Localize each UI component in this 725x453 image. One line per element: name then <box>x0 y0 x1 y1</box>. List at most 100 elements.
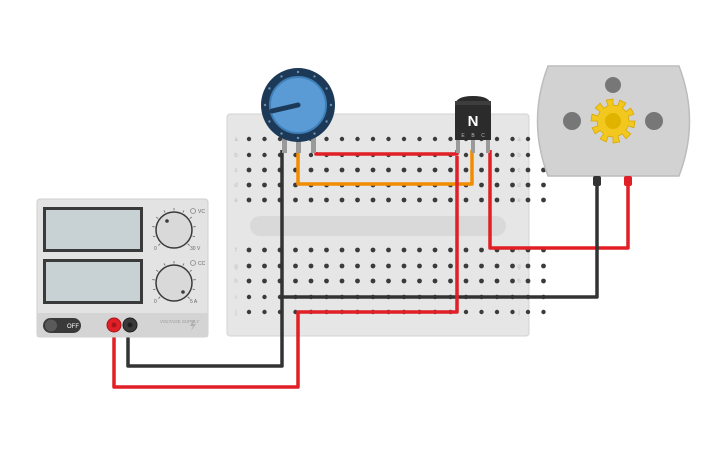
breadboard-hole[interactable] <box>525 278 531 284</box>
breadboard-hole[interactable] <box>308 278 314 284</box>
rail-hole[interactable] <box>370 136 376 142</box>
breadboard-hole[interactable] <box>417 247 422 253</box>
breadboard-hole[interactable] <box>262 182 267 188</box>
breadboard-hole[interactable] <box>510 263 515 269</box>
breadboard-hole[interactable] <box>308 247 314 253</box>
breadboard-hole[interactable] <box>324 263 329 269</box>
breadboard-hole[interactable] <box>479 182 484 188</box>
rail-hole[interactable] <box>246 136 252 142</box>
breadboard-hole[interactable] <box>386 197 391 203</box>
rail-hole[interactable] <box>510 136 515 142</box>
breadboard-hole[interactable] <box>339 278 345 284</box>
breadboard-hole[interactable] <box>401 263 407 269</box>
breadboard-hole[interactable] <box>432 167 438 173</box>
rail-hole[interactable] <box>432 136 438 142</box>
breadboard-hole[interactable] <box>339 247 345 253</box>
breadboard-hole[interactable] <box>510 278 515 284</box>
wire-black-motor-to-ground[interactable] <box>282 183 599 299</box>
breadboard-hole[interactable] <box>463 278 469 284</box>
breadboard-hole[interactable] <box>463 263 469 269</box>
breadboard-hole[interactable] <box>324 247 329 253</box>
breadboard-hole[interactable] <box>479 263 484 269</box>
rail-hole[interactable] <box>262 136 267 142</box>
breadboard-hole[interactable] <box>386 263 391 269</box>
breadboard-hole[interactable] <box>494 167 500 173</box>
breadboard-hole[interactable] <box>417 278 422 284</box>
breadboard-hole[interactable] <box>262 247 267 253</box>
breadboard-hole[interactable] <box>448 197 453 203</box>
breadboard-hole[interactable] <box>479 167 484 173</box>
breadboard-hole[interactable] <box>339 197 345 203</box>
breadboard-hole[interactable] <box>386 167 391 173</box>
breadboard-hole[interactable] <box>432 247 438 253</box>
rail-hole[interactable] <box>324 136 329 142</box>
breadboard-hole[interactable] <box>370 278 376 284</box>
rail-hole[interactable] <box>494 152 500 158</box>
breadboard-hole[interactable] <box>246 197 252 203</box>
breadboard-hole[interactable] <box>401 197 407 203</box>
rail-hole[interactable] <box>246 309 252 315</box>
breadboard-hole[interactable] <box>541 182 546 188</box>
breadboard-hole[interactable] <box>541 197 546 203</box>
rail-hole[interactable] <box>541 309 546 315</box>
breadboard-hole[interactable] <box>386 247 391 253</box>
wire-orange-pot-to-base[interactable] <box>296 150 474 186</box>
breadboard-hole[interactable] <box>370 263 376 269</box>
breadboard-hole[interactable] <box>262 278 267 284</box>
rail-hole[interactable] <box>262 309 267 315</box>
current-knob[interactable] <box>155 264 193 302</box>
voltage-knob[interactable] <box>155 211 193 249</box>
dc-motor[interactable] <box>536 65 691 186</box>
breadboard-hole[interactable] <box>463 247 469 253</box>
breadboard-hole[interactable] <box>401 167 407 173</box>
rail-hole[interactable] <box>510 309 515 315</box>
rail-hole[interactable] <box>479 309 484 315</box>
breadboard-hole[interactable] <box>246 167 252 173</box>
rail-hole[interactable] <box>525 309 531 315</box>
rail-hole[interactable] <box>308 152 314 158</box>
breadboard-hole[interactable] <box>293 197 298 203</box>
rail-hole[interactable] <box>494 309 500 315</box>
breadboard-hole[interactable] <box>355 278 360 284</box>
wire-black-pot-to-ground[interactable] <box>126 150 284 368</box>
rail-hole[interactable] <box>401 136 407 142</box>
breadboard-hole[interactable] <box>494 263 500 269</box>
breadboard-hole[interactable] <box>262 197 267 203</box>
breadboard-hole[interactable] <box>463 167 469 173</box>
breadboard-hole[interactable] <box>525 167 531 173</box>
potentiometer[interactable] <box>261 68 335 153</box>
motor-terminal-black[interactable] <box>593 176 601 186</box>
breadboard-hole[interactable] <box>355 197 360 203</box>
breadboard-hole[interactable] <box>246 247 252 253</box>
breadboard-hole[interactable] <box>262 263 267 269</box>
breadboard-hole[interactable] <box>525 197 531 203</box>
breadboard-hole[interactable] <box>324 197 329 203</box>
breadboard-hole[interactable] <box>479 197 484 203</box>
rail-hole[interactable] <box>525 152 531 158</box>
breadboard-hole[interactable] <box>494 278 500 284</box>
breadboard-hole[interactable] <box>448 278 453 284</box>
rail-hole[interactable] <box>417 136 422 142</box>
breadboard-hole[interactable] <box>432 263 438 269</box>
breadboard-hole[interactable] <box>525 263 531 269</box>
breadboard-hole[interactable] <box>510 197 515 203</box>
breadboard-hole[interactable] <box>479 247 484 253</box>
breadboard-hole[interactable] <box>324 278 329 284</box>
breadboard-hole[interactable] <box>246 182 252 188</box>
breadboard-hole[interactable] <box>417 167 422 173</box>
breadboard-hole[interactable] <box>510 182 515 188</box>
rail-hole[interactable] <box>448 136 453 142</box>
motor-terminal-red[interactable] <box>624 176 632 186</box>
breadboard-hole[interactable] <box>370 197 376 203</box>
rail-hole[interactable] <box>339 136 345 142</box>
rail-hole[interactable] <box>525 136 531 142</box>
breadboard-hole[interactable] <box>355 263 360 269</box>
rail-hole[interactable] <box>463 309 469 315</box>
breadboard-hole[interactable] <box>246 263 252 269</box>
breadboard-hole[interactable] <box>448 167 453 173</box>
breadboard-hole[interactable] <box>308 197 314 203</box>
breadboard-hole[interactable] <box>448 247 453 253</box>
breadboard-hole[interactable] <box>355 247 360 253</box>
breadboard-hole[interactable] <box>494 197 500 203</box>
npn-transistor[interactable]: N E B C <box>455 96 491 153</box>
